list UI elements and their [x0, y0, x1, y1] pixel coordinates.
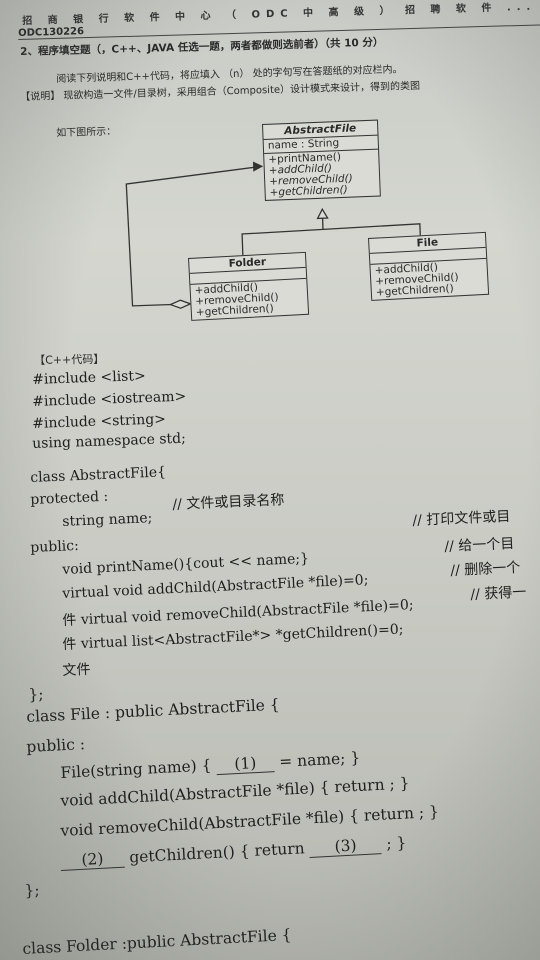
code-line: }; [24, 881, 41, 900]
aggregation-line [125, 165, 262, 307]
code-comment: // 删除一个 [450, 559, 521, 579]
code-fragment: ; } [385, 833, 407, 853]
code-line: void printName(){cout << name;} [62, 550, 310, 578]
code-comment: // 文件或目录名称 [172, 492, 285, 513]
code-line: string name; [62, 510, 153, 530]
code-fragment: = name; } [278, 748, 361, 771]
answer-blank-2[interactable]: (2) [60, 848, 125, 871]
code-line: #include <list> [32, 368, 146, 388]
uml-connectors [125, 161, 421, 309]
uml-abstractfile-method: +getChildren() [269, 183, 348, 199]
code-section-label: 【C++代码】 [34, 352, 105, 367]
code-line: protected : [30, 488, 109, 508]
code-line: class AbstractFile{ [30, 464, 167, 486]
code-comment: // 给一个目 [444, 535, 515, 555]
code-line: }; [28, 685, 44, 704]
code-line: 文件 [62, 661, 91, 679]
code-line: class Folder :public AbstractFile { [22, 925, 292, 958]
code-line: using namespace std; [32, 430, 187, 452]
code-line: class File : public AbstractFile { [26, 695, 281, 726]
code-comment: // 打印文件或目 [412, 508, 511, 529]
answer-blank-3[interactable]: (3) [309, 835, 383, 858]
uml-class-folder: Folder +addChild() +removeChild() +getCh… [188, 251, 310, 321]
code-line: public: [30, 537, 80, 556]
code-line-getchildren: (2) getChildren() { return (3) ; } [60, 834, 407, 871]
uml-class-file: File +addChild() +removeChild() +getChil… [368, 231, 490, 301]
code-line: #include <iostream> [32, 388, 187, 410]
code-line: public : [26, 735, 86, 756]
code-line-file-constructor: File(string name) { (1) = name; } [60, 749, 361, 783]
code-fragment: getChildren() { return [128, 839, 306, 867]
answer-blank-1[interactable]: (1) [215, 753, 275, 776]
code-fragment: File(string name) { [60, 756, 212, 782]
aggregation-diamond [168, 299, 193, 309]
uml-class-abstractfile: AbstractFile name : String +printName() … [262, 119, 381, 201]
code-comment: // 获得一 [470, 584, 527, 603]
code-line: #include <string> [32, 411, 167, 432]
